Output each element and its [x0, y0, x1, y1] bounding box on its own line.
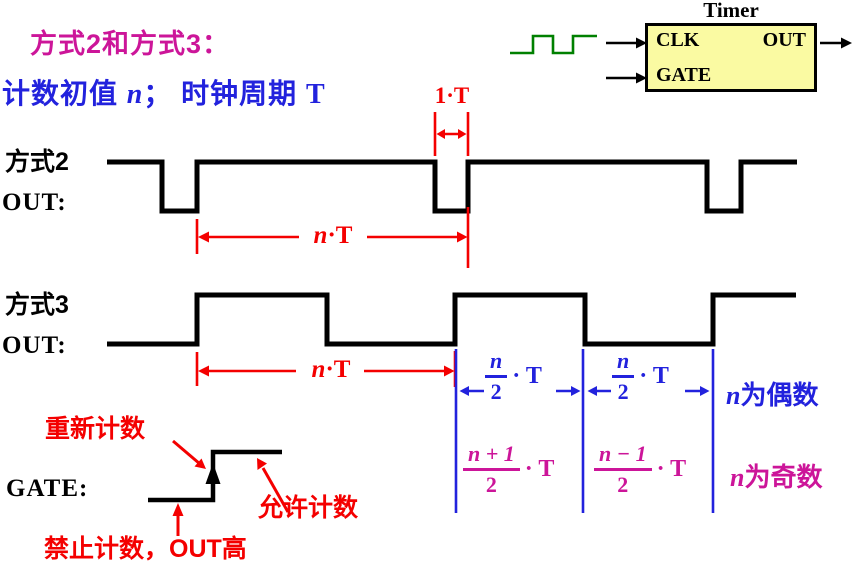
mode3-waveform [107, 292, 796, 347]
gate-label: GATE: [6, 475, 89, 502]
fraction: n 2 [612, 350, 635, 403]
even-note: n为偶数 [726, 380, 819, 410]
pin-label-clk: CLK [656, 29, 700, 51]
pin-label-gate: GATE [656, 64, 712, 86]
clock-period-var: T [305, 79, 326, 110]
enable-annotation: 允许计数 [258, 494, 359, 522]
clock-period-label: 时钟周期 [181, 78, 298, 109]
gate-waveform [148, 449, 282, 503]
mode2-period-label: n·T [313, 222, 353, 249]
gate-rising-edge-arrow [205, 463, 221, 484]
count-value-line: 计数初值 n； 时钟周期 T [2, 78, 326, 111]
fraction: n 2 [485, 350, 508, 403]
mode3-label: 方式3 [5, 291, 69, 319]
mode2-period-dimension [195, 207, 470, 268]
enable-arrow [257, 458, 290, 513]
count-initial-label: 计数初值 [2, 78, 119, 109]
odd-half1-formula: n + 1 2 · T [463, 443, 554, 496]
gate-input-arrow [606, 72, 647, 84]
mode3-period-label: n·T [311, 356, 351, 383]
pulse-width-label: 1·T [434, 83, 470, 108]
disable-annotation: 禁止计数，OUT高 [44, 535, 247, 563]
count-var: n [126, 79, 144, 110]
mode2-out-label: OUT: [2, 189, 67, 216]
half-period-dividers [454, 349, 715, 513]
fraction: n − 1 2 [594, 443, 652, 496]
timer-box: CLK OUT GATE [645, 23, 817, 92]
out-output-arrow [820, 37, 852, 49]
even-half1-formula: n 2 · T [485, 350, 542, 403]
clk-input-arrow [606, 37, 647, 49]
even-dimension-arrows [459, 386, 710, 396]
restart-arrow [172, 439, 206, 469]
odd-half2-formula: n − 1 2 · T [594, 443, 686, 496]
odd-note: n为奇数 [730, 462, 823, 492]
pulse-width-dimension [433, 112, 470, 156]
mode2-waveform [107, 159, 797, 214]
pin-label-out: OUT [762, 29, 806, 51]
restart-annotation: 重新计数 [45, 415, 146, 443]
clock-signal-icon [510, 34, 597, 55]
timer-title: Timer [703, 0, 759, 22]
disable-arrow [172, 503, 184, 536]
fraction: n + 1 2 [463, 443, 520, 496]
mode2-label: 方式2 [5, 148, 69, 176]
mode3-out-label: OUT: [2, 332, 67, 359]
separator: ； [143, 79, 173, 110]
slide-title: 方式2和方式3： [30, 29, 231, 59]
even-half2-formula: n 2 · T [612, 350, 669, 403]
